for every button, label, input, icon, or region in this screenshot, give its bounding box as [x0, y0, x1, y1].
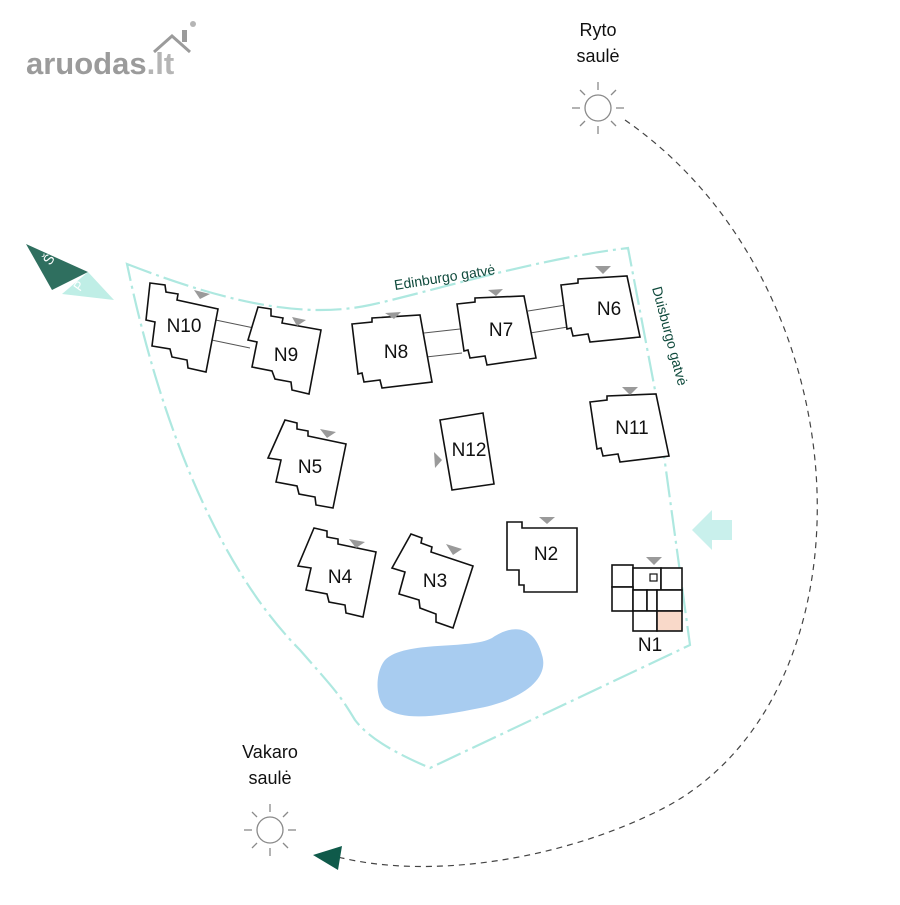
building-label: N8 [384, 342, 408, 363]
entrance-marker-icon [595, 266, 611, 274]
building-label: N5 [298, 457, 322, 478]
entrance-arrow-icon [692, 510, 732, 550]
sun-path-arrow-icon [313, 846, 342, 870]
street-label-duisburgo: Duisburgo gatvė [649, 285, 691, 388]
building-n8[interactable]: N8 [351, 312, 433, 389]
evening-sun-label-line1: Vakaro [242, 742, 298, 762]
building-label: N1 [638, 635, 662, 656]
building-n12[interactable]: N12 [434, 412, 495, 491]
building-n6[interactable]: N6 [560, 266, 641, 343]
stair-icon [649, 573, 658, 582]
building-label: N2 [534, 544, 558, 565]
building-label: N7 [489, 320, 513, 341]
morning-sun: Ryto saulė [572, 20, 624, 134]
house-roof-icon [153, 33, 191, 54]
building-label: N12 [452, 440, 487, 461]
entrance-marker-icon [385, 312, 401, 319]
compass-south-icon [62, 272, 114, 300]
building-n2[interactable]: N2 [506, 517, 578, 593]
svg-text:aruodas.lt: aruodas.lt [26, 46, 174, 81]
entrance-marker-icon [539, 517, 555, 524]
building-n5[interactable]: N5 [266, 419, 347, 509]
building-n9[interactable]: N9 [246, 306, 322, 395]
entrance-marker-icon [488, 289, 503, 296]
evening-sun-label-line2: saulė [248, 768, 291, 788]
building-label: N3 [423, 571, 447, 592]
building-n3[interactable]: N3 [390, 533, 475, 630]
entrance-marker-icon [292, 317, 306, 326]
entrance-marker-icon [349, 539, 365, 548]
building-label: N9 [274, 345, 298, 366]
building-label: N4 [328, 567, 353, 588]
highlighted-unit[interactable] [656, 610, 683, 632]
evening-sun: Vakaro saulė [242, 742, 298, 856]
morning-sun-icon [572, 82, 624, 134]
aruodas-logo[interactable]: aruodas.lt [26, 21, 196, 81]
evening-sun-icon [244, 804, 296, 856]
building-label: N10 [167, 316, 202, 337]
chimney-icon [182, 30, 187, 42]
entrance-marker-icon [194, 290, 210, 299]
building-n4[interactable]: N4 [296, 527, 377, 618]
compass-north-icon [26, 244, 88, 290]
site-boundary [125, 246, 692, 770]
entrance-marker-icon [434, 452, 442, 468]
entrance-marker-icon [622, 387, 638, 395]
building-label: N11 [615, 418, 648, 439]
sun-path [337, 119, 818, 868]
smoke-icon [190, 21, 196, 27]
pond [377, 629, 544, 717]
entrance-marker-icon [446, 544, 462, 555]
street-label-edinburgo: Edinburgo gatvė [393, 261, 496, 293]
entrance-marker-icon [646, 557, 662, 565]
compass: Š P [26, 244, 114, 300]
building-label: N6 [597, 299, 621, 320]
building-n1[interactable]: N1 [611, 557, 683, 656]
building-n10[interactable]: N10 [145, 282, 219, 373]
building-n11[interactable]: N11 [589, 387, 670, 463]
entrance-marker-icon [320, 429, 336, 438]
morning-sun-label-line1: Ryto [579, 20, 616, 40]
morning-sun-label-line2: saulė [576, 46, 619, 66]
building-n7[interactable]: N7 [456, 289, 537, 366]
